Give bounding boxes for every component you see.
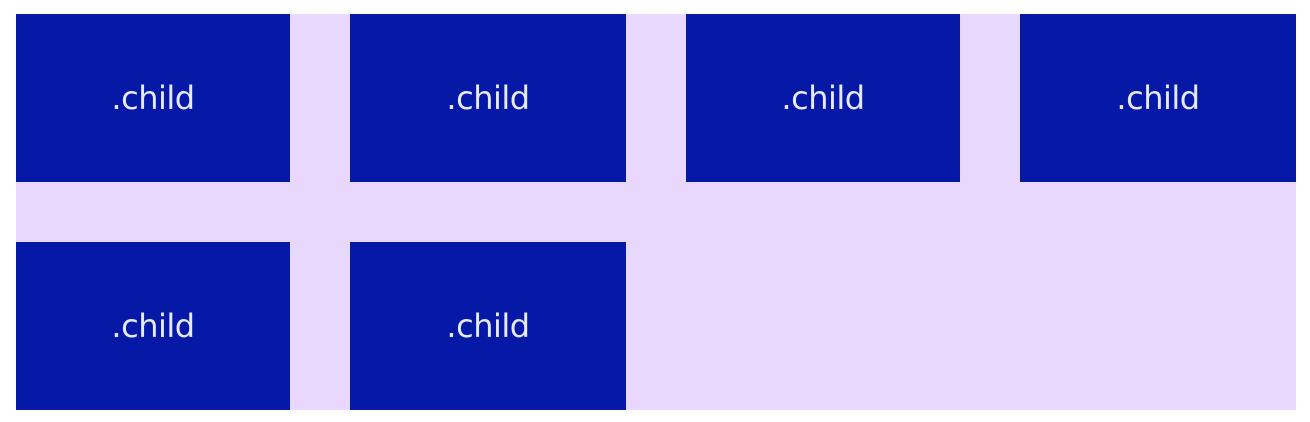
- grid-container: .child .child .child .child .child .chil…: [16, 14, 1296, 410]
- grid-child-4: .child: [1020, 14, 1296, 182]
- grid-child-label: .child: [446, 79, 530, 117]
- grid-child-label: .child: [111, 79, 195, 117]
- grid-child-label: .child: [446, 307, 530, 345]
- grid-child-6: .child: [350, 242, 626, 410]
- grid-child-3: .child: [686, 14, 960, 182]
- grid-child-1: .child: [16, 14, 290, 182]
- grid-child-2: .child: [350, 14, 626, 182]
- grid-child-label: .child: [111, 307, 195, 345]
- grid-child-label: .child: [781, 79, 865, 117]
- grid-child-5: .child: [16, 242, 290, 410]
- grid-child-label: .child: [1116, 79, 1200, 117]
